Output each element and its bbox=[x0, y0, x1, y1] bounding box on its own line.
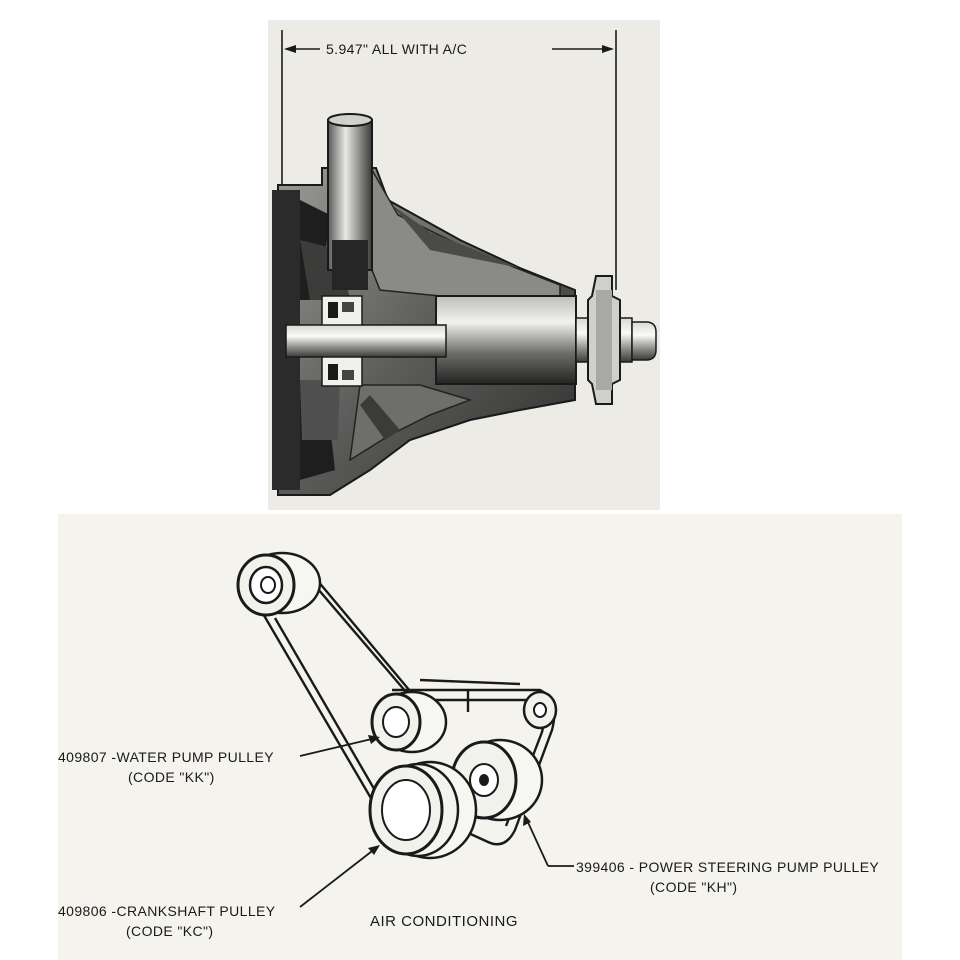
pulley-hub-flange bbox=[587, 275, 621, 405]
crankshaft-pulley-code: (CODE "KC") bbox=[126, 923, 213, 939]
compressor-pulley bbox=[236, 551, 322, 617]
water-pump-section-diagram: 5.947" ALL WITH A/C bbox=[268, 20, 660, 510]
power-steering-pulley-code: (CODE "KH") bbox=[650, 879, 737, 895]
crankshaft-pulley bbox=[368, 760, 478, 860]
water-pump-pulley-label: 409807 -WATER PUMP PULLEY bbox=[58, 749, 274, 765]
power-steering-pulley bbox=[450, 738, 544, 822]
dimension-label: 5.947" ALL WITH A/C bbox=[326, 41, 467, 57]
belt-routing-diagram: 409807 -WATER PUMP PULLEY (CODE "KK") 39… bbox=[58, 514, 902, 960]
water-pump-pulley-code: (CODE "KK") bbox=[128, 769, 215, 785]
leader-lines bbox=[299, 735, 574, 908]
tensioner-pulley bbox=[522, 690, 558, 730]
crankshaft-pulley-label: 409806 -CRANKSHAFT PULLEY bbox=[58, 903, 276, 919]
inlet-pipe bbox=[327, 113, 373, 290]
pump-shaft bbox=[285, 317, 657, 363]
bottom-paper-background bbox=[58, 514, 902, 960]
diagram-caption: AIR CONDITIONING bbox=[370, 913, 518, 930]
power-steering-pulley-label: 399406 - POWER STEERING PUMP PULLEY bbox=[576, 859, 879, 875]
bearing-cartridge bbox=[435, 295, 577, 385]
water-pump-pulley bbox=[370, 690, 448, 754]
